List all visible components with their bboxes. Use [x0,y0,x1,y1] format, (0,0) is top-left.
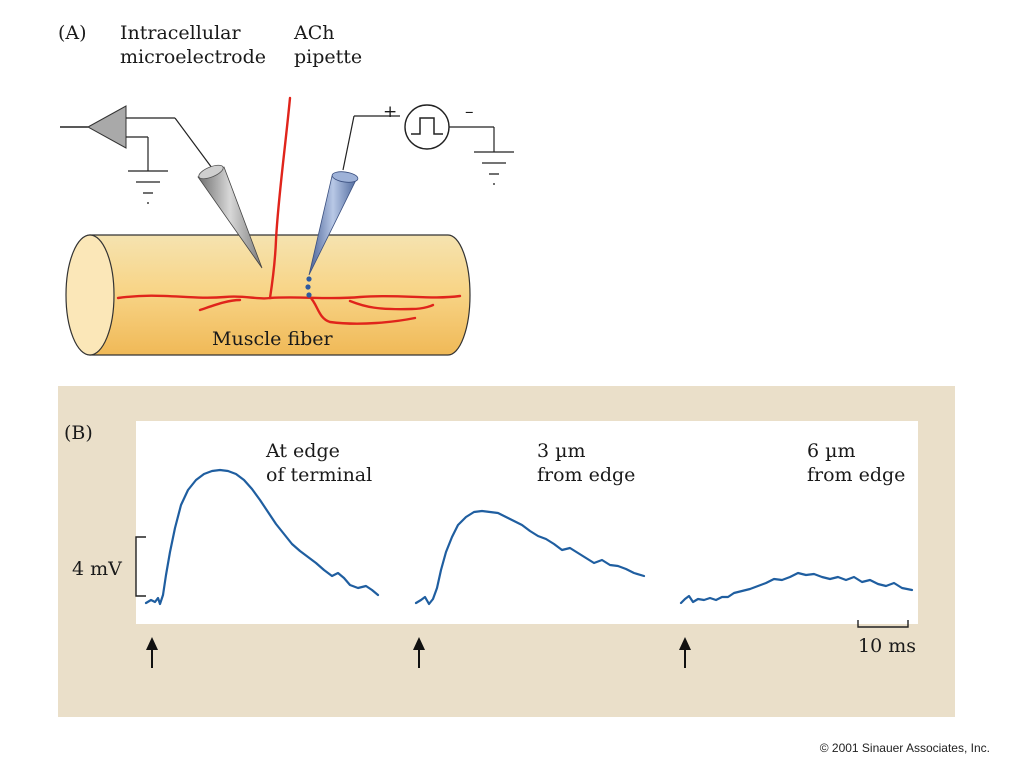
trace-1-label-line2: of terminal [266,464,373,486]
trace-3-label-line2: from edge [807,464,906,486]
ach-pipette [305,115,400,298]
epp-trace-3um [414,509,646,606]
microelectrode [197,164,263,269]
ground-left-icon [128,170,168,204]
panel-b-label: (B) [64,422,93,444]
time-scale-bar [857,620,909,628]
voltage-scale-label: 4 mV [72,558,122,580]
amplifier-icon [60,105,213,171]
nerve-terminal [116,96,462,325]
ground-right-icon [474,151,514,185]
copyright-notice: © 2001 Sinauer Associates, Inc. [819,741,990,755]
pipette-label-line1: ACh [294,22,335,44]
trace-1-label-line1: At edge [266,440,340,462]
trace-2-label-line1: 3 µm [537,440,586,462]
electrode-label-line1: Intracellular [120,22,241,44]
stimulus-arrow-1 [146,637,158,668]
minus-sign: – [465,102,474,122]
time-scale-label: 10 ms [858,635,916,657]
stimulus-arrow-3 [679,637,691,668]
stimulus-arrow-2 [413,637,425,668]
pulse-generator-icon [404,104,495,152]
muscle-fiber [65,234,471,356]
trace-2-label-line2: from edge [537,464,636,486]
pipette-label-line2: pipette [294,46,363,68]
epp-trace-edge [144,468,380,606]
plus-sign: + [383,102,398,122]
epp-trace-6um [679,571,914,605]
panel-a-label: (A) [58,22,87,44]
trace-plot-area [136,421,918,624]
muscle-fiber-label: Muscle fiber [212,328,333,350]
voltage-scale-bar [135,536,146,597]
electrode-label-line2: microelectrode [120,46,267,68]
trace-3-label-line1: 6 µm [807,440,856,462]
